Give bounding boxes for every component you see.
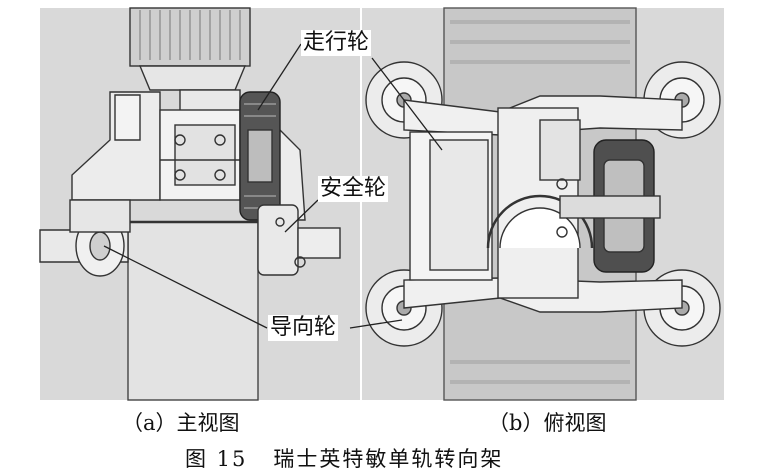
safety-wheel-label: 安全轮 [318, 176, 389, 202]
safety-wheel-shape [257, 204, 299, 276]
figure-caption: 图 15 瑞士英特敏单轨转向架 [185, 447, 504, 471]
track-beam-front [127, 221, 259, 401]
subcaption-top-view: （b）俯视图 [488, 411, 607, 435]
guide-wheel-label: 导向轮 [268, 315, 339, 341]
top-view-panel [362, 7, 724, 401]
subcaption-front-view: （a）主视图 [122, 411, 240, 435]
travel-wheel-label: 走行轮 [301, 30, 372, 56]
front-view-panel [39, 7, 360, 401]
leader-lines [103, 43, 443, 329]
